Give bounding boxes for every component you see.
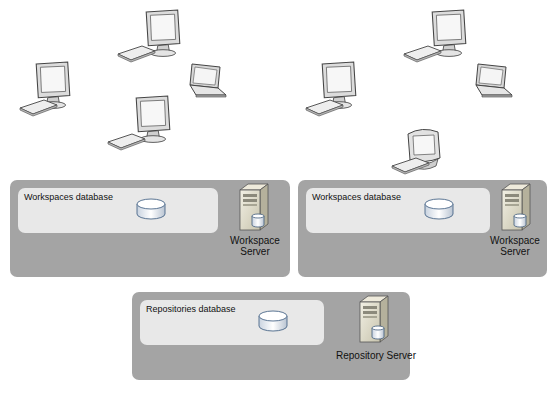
server-icon — [238, 184, 272, 232]
server-panel: Workspace Server Workspaces database — [298, 180, 547, 277]
server-label: Repository Server — [328, 350, 424, 361]
keyboard-icon — [108, 134, 145, 150]
keyboard-icon — [306, 100, 343, 116]
monitor-icon — [136, 96, 170, 142]
laptop-icon — [476, 64, 512, 97]
database-label: Workspaces database — [24, 192, 113, 203]
server-icon — [358, 296, 392, 344]
server-label: Workspace Server — [484, 235, 546, 257]
database-box: Workspaces database — [18, 188, 218, 233]
database-cylinder — [136, 198, 166, 222]
server-label: Workspace Server — [222, 235, 288, 257]
database-label: Repositories database — [146, 304, 236, 315]
database-label: Workspaces database — [312, 192, 401, 203]
keyboard-icon — [392, 158, 429, 174]
database-cylinder — [424, 198, 454, 222]
keyboard-icon — [404, 46, 441, 62]
server-panel: Repository ServerRepositories database — [132, 292, 410, 380]
laptop-icon — [190, 64, 226, 97]
database-cylinder — [258, 310, 288, 334]
database-box: Workspaces database — [306, 188, 490, 233]
computer-illustration — [0, 0, 547, 180]
server-icon — [500, 184, 534, 232]
keyboard-icon — [20, 100, 57, 116]
server-panel: Workspace Server Workspaces database — [10, 180, 290, 277]
keyboard-icon — [118, 46, 155, 62]
database-box: Repositories database — [140, 300, 324, 345]
